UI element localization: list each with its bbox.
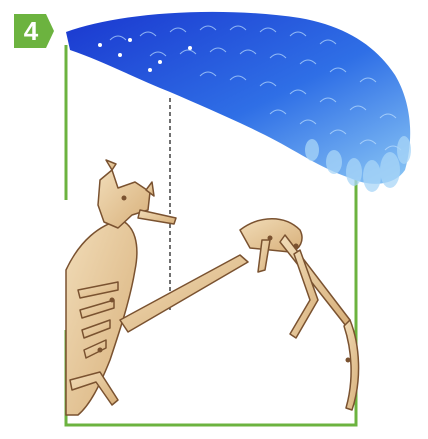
wooden-dragon-model [66,160,359,415]
blue-wing-piece [66,12,411,192]
